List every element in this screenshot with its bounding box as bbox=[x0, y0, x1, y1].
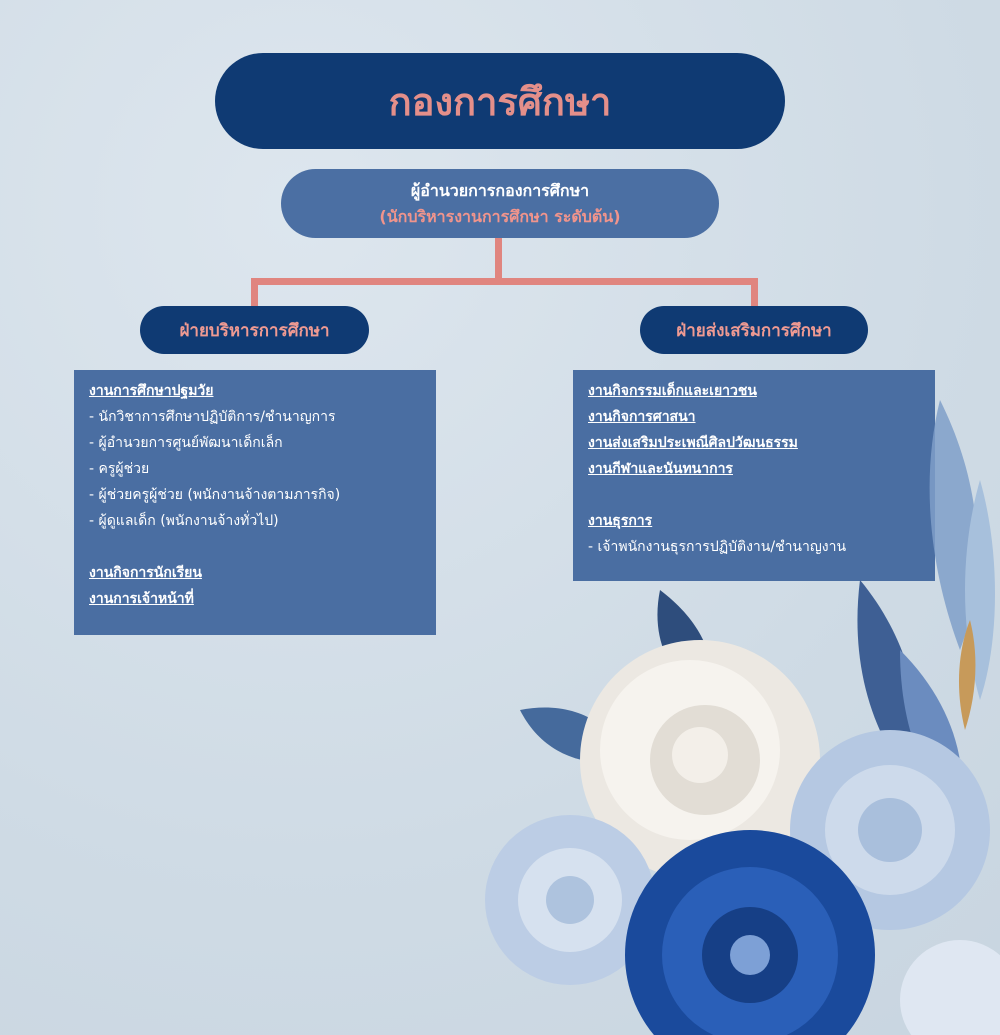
right-heading: งานกิจกรรมเด็กและเยาวชน bbox=[588, 383, 757, 399]
decorative-flowers-illustration bbox=[485, 400, 1000, 1035]
right-item: - เจ้าพนักงานธุรการปฏิบัติงาน/ชำนาญงาน bbox=[588, 539, 847, 555]
left-heading-personnel: งานการเจ้าหน้าที่ bbox=[89, 591, 194, 607]
right-heading: งานกิจการศาสนา bbox=[588, 409, 696, 425]
right-heading-admin: งานธุรการ bbox=[588, 513, 653, 529]
director-box: ผู้อำนวยการกองการศึกษา (นักบริหารงานการศ… bbox=[281, 169, 719, 238]
org-title: กองการศึกษา bbox=[388, 78, 612, 124]
spacer bbox=[89, 534, 422, 560]
left-item: - ผู้อำนวยการศูนย์พัฒนาเด็กเล็ก bbox=[89, 435, 283, 451]
right-heading: งานกีฬาและนันทนาการ bbox=[588, 461, 733, 477]
left-item: - ครูผู้ช่วย bbox=[89, 461, 150, 477]
left-heading-early-childhood: งานการศึกษาปฐมวัย bbox=[89, 383, 214, 399]
connector-vertical bbox=[495, 238, 502, 284]
left-department-label: ฝ่ายบริหารการศึกษา bbox=[140, 306, 369, 354]
org-title-banner: กองการศึกษา bbox=[215, 53, 785, 149]
right-department-text: ฝ่ายส่งเสริมการศึกษา bbox=[676, 320, 832, 341]
left-item: - ผู้ช่วยครูผู้ช่วย (พนักงานจ้างตามภารกิ… bbox=[89, 487, 341, 503]
director-role: (นักบริหารงานการศึกษา ระดับต้น) bbox=[379, 206, 621, 226]
right-heading: งานส่งเสริมประเพณีศิลปวัฒนธรรม bbox=[588, 435, 798, 451]
connector-right-drop bbox=[751, 278, 758, 308]
connector-horizontal bbox=[251, 278, 758, 285]
right-department-panel: งานกิจกรรมเด็กและเยาวชน งานกิจการศาสนา ง… bbox=[573, 370, 935, 581]
left-item: - ผู้ดูแลเด็ก (พนักงานจ้างทั่วไป) bbox=[89, 513, 279, 529]
right-department-label: ฝ่ายส่งเสริมการศึกษา bbox=[640, 306, 868, 354]
director-name: ผู้อำนวยการกองการศึกษา bbox=[410, 180, 590, 200]
left-department-panel: งานการศึกษาปฐมวัย - นักวิชาการศึกษาปฏิบั… bbox=[74, 370, 436, 635]
left-department-text: ฝ่ายบริหารการศึกษา bbox=[179, 320, 330, 341]
connector-left-drop bbox=[251, 278, 258, 308]
left-item: - นักวิชาการศึกษาปฏิบัติการ/ชำนาญการ bbox=[89, 409, 336, 425]
left-heading-student-affairs: งานกิจการนักเรียน bbox=[89, 565, 202, 581]
